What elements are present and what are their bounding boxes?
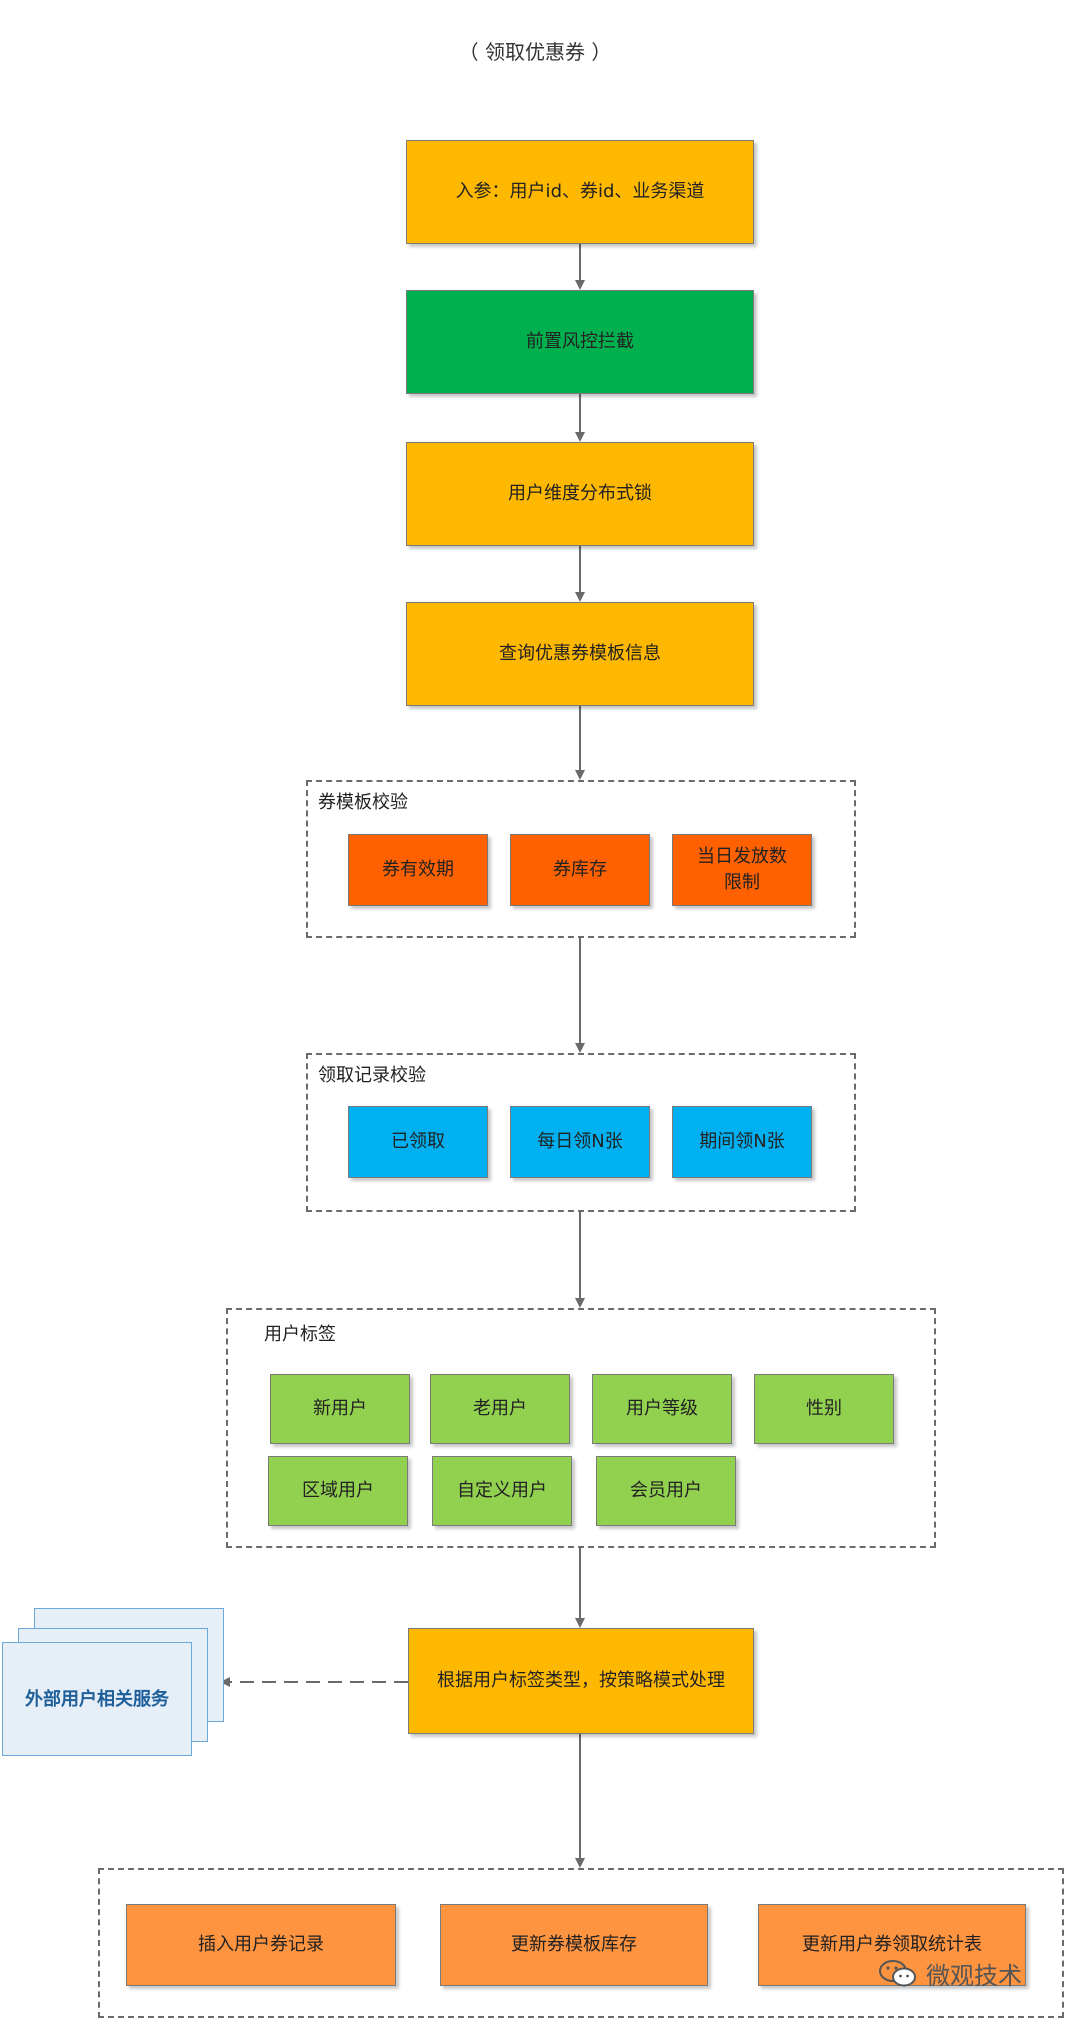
query-template-box: 查询优惠券模板信息 (406, 602, 754, 706)
final-actions-group (98, 1868, 1064, 2018)
final-action-item: 更新用户券领取统计表 (758, 1904, 1026, 1986)
record-check-group (306, 1053, 856, 1212)
user-tag-item: 老用户 (430, 1374, 570, 1444)
user-tags-label: 用户标签 (264, 1324, 336, 1345)
template-check-item: 当日发放数限制 (672, 834, 812, 906)
watermark: 微观技术 (878, 1956, 1022, 1991)
user-tags-group (226, 1308, 936, 1548)
record-check-item: 已领取 (348, 1106, 488, 1178)
final-action-item: 插入用户券记录 (126, 1904, 396, 1986)
user-tag-item: 性别 (754, 1374, 894, 1444)
record-check-item: 期间领N张 (672, 1106, 812, 1178)
distributed-lock-box: 用户维度分布式锁 (406, 442, 754, 546)
record-check-item: 每日领N张 (510, 1106, 650, 1178)
external-user-service-box: 外部用户相关服务 (2, 1642, 192, 1756)
watermark-text: 微观技术 (926, 1962, 1022, 1990)
user-tag-item: 用户等级 (592, 1374, 732, 1444)
user-tag-item: 区域用户 (268, 1456, 408, 1526)
user-tag-item: 新用户 (270, 1374, 410, 1444)
user-tag-item: 自定义用户 (432, 1456, 572, 1526)
template-check-label: 券模板校验 (318, 792, 408, 813)
user-tag-item: 会员用户 (596, 1456, 736, 1526)
input-params-box: 入参：用户id、券id、业务渠道 (406, 140, 754, 244)
template-check-group (306, 780, 856, 938)
wechat-icon (879, 1959, 916, 1986)
strategy-box: 根据用户标签类型，按策略模式处理 (408, 1628, 754, 1734)
risk-control-box: 前置风控拦截 (406, 290, 754, 394)
final-action-item: 更新券模板库存 (440, 1904, 708, 1986)
template-check-item: 券库存 (510, 834, 650, 906)
diagram-title: （ 领取优惠券 ） (458, 40, 612, 64)
record-check-label: 领取记录校验 (318, 1065, 426, 1086)
template-check-item: 券有效期 (348, 834, 488, 906)
